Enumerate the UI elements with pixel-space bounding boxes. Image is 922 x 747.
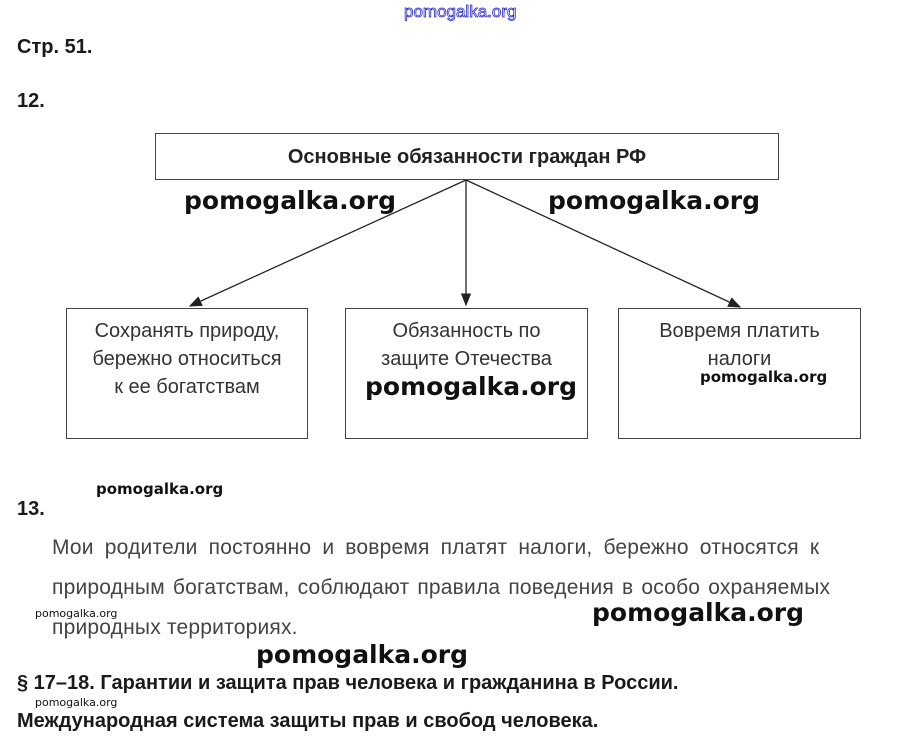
answer-line-3: природных территориях. [52,616,298,639]
page-number: Стр. 51. [17,36,93,58]
watermark: pomogalka.org [96,480,224,498]
diagram-title-box: Основные обязанности граждан РФ [155,133,779,180]
answer-line-1: Мои родители постоянно и вовремя платят … [52,536,820,559]
section-heading-2: Международная система защиты прав и своб… [17,710,599,732]
task-13-label: 13. [17,498,45,520]
section-heading-1: § 17–18. Гарантии и защита прав человека… [17,672,679,694]
diagram-box-nature: Сохранять природу, бережно относиться к … [66,308,308,439]
watermark: pomogalka.org [35,696,118,709]
watermark: pomogalka.org [700,368,828,386]
watermark: pomogalka.org [184,186,397,215]
watermark-top: pomogalka.org [404,2,517,22]
task-12-label: 12. [17,90,45,112]
watermark: pomogalka.org [548,186,761,215]
answer-line-2: природным богатствам, соблюдают правила … [52,576,831,599]
arrow-left [188,179,467,307]
diagram-box-taxes: Вовремя платить налоги [618,308,861,439]
watermark: pomogalka.org [35,607,118,620]
watermark: pomogalka.org [592,598,805,627]
watermark: pomogalka.org [365,372,578,401]
diagram-title: Основные обязанности граждан РФ [287,145,647,168]
watermark: pomogalka.org [256,640,469,669]
diagram-box-defense: Обязанность по защите Отечества [345,308,588,439]
arrow-right [465,179,742,308]
